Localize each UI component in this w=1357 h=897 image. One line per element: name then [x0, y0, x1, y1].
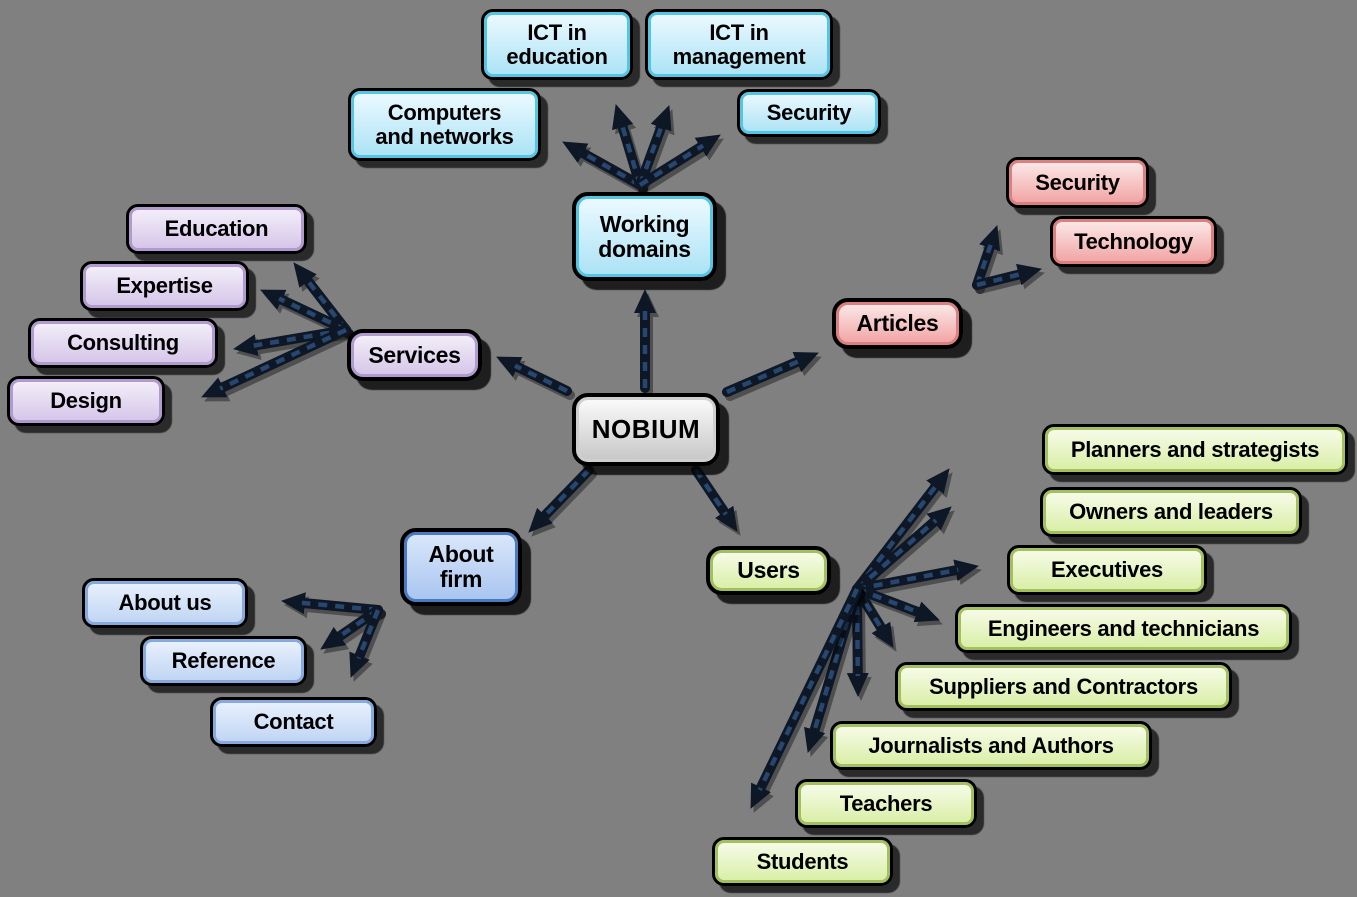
- node-label-nobium: NOBIUM: [591, 414, 701, 445]
- arrow-domains-to-ict-education: [612, 104, 645, 190]
- arrow-domains-to-ict-management: [635, 105, 672, 190]
- arrow-nobium-to-users: [691, 465, 738, 532]
- node-technology: Technology: [1050, 216, 1217, 267]
- node-working-domains: Working domains: [572, 192, 717, 281]
- arrow-users-to-executives: [852, 559, 979, 594]
- node-planners: Planners and strategists: [1042, 424, 1348, 475]
- node-design: Design: [7, 376, 165, 426]
- node-label-services: Services: [368, 341, 461, 368]
- node-users: Users: [706, 546, 831, 595]
- node-label-security-domain: Security: [766, 100, 852, 126]
- node-label-teachers: Teachers: [839, 790, 933, 816]
- node-ict-in-management: ICT in management: [645, 9, 833, 80]
- node-suppliers: Suppliers and Contractors: [895, 662, 1232, 711]
- arrow-users-to-engineers: [852, 584, 940, 623]
- node-journalists: Journalists and Authors: [830, 721, 1152, 770]
- arrow-domains-to-security: [635, 134, 721, 190]
- node-label-journalists: Journalists and Authors: [868, 732, 1114, 758]
- node-label-technology: Technology: [1074, 228, 1193, 254]
- node-nobium: NOBIUM: [572, 393, 720, 466]
- node-label-working-domains: Working domains: [598, 210, 691, 262]
- arrow-users-to-owners: [852, 506, 952, 594]
- node-teachers: Teachers: [795, 779, 977, 828]
- node-about-firm: About firm: [400, 528, 522, 606]
- arrow-articles-to-security: [972, 225, 1001, 290]
- node-contact: Contact: [210, 697, 377, 747]
- node-label-ict-in-education: ICT in education: [506, 19, 608, 69]
- node-label-contact: Contact: [253, 709, 334, 735]
- node-label-students: Students: [756, 848, 849, 874]
- node-label-engineers: Engineers and technicians: [987, 615, 1260, 641]
- node-label-executives: Executives: [1051, 557, 1163, 583]
- arrow-nobium-to-about-firm: [528, 465, 594, 533]
- node-executives: Executives: [1007, 545, 1207, 595]
- node-owners: Owners and leaders: [1040, 487, 1302, 537]
- node-label-consulting: Consulting: [67, 330, 179, 356]
- arrow-nobium-to-articles: [722, 351, 819, 397]
- node-label-about-firm: About firm: [428, 541, 494, 592]
- node-consulting: Consulting: [28, 318, 218, 368]
- node-label-expertise: Expertise: [116, 273, 213, 299]
- arrow-users-to-students: [750, 584, 862, 809]
- node-label-security-article: Security: [1035, 169, 1120, 195]
- node-label-articles: Articles: [856, 310, 939, 337]
- arrow-services-to-design: [201, 325, 351, 398]
- node-label-ict-in-management: ICT in management: [672, 19, 806, 69]
- node-education: Education: [126, 204, 307, 254]
- node-label-reference: Reference: [171, 648, 276, 674]
- node-security-domain: Security: [737, 89, 881, 137]
- node-engineers: Engineers and technicians: [955, 604, 1292, 653]
- arrow-domains-to-computers: [562, 141, 645, 190]
- arrow-aboutfirm-to-contact: [349, 605, 383, 678]
- arrow-articles-to-technology: [972, 263, 1042, 290]
- node-label-education: Education: [164, 216, 269, 242]
- node-security-article: Security: [1006, 157, 1149, 208]
- arrow-nobium-to-services: [496, 356, 572, 396]
- node-students: Students: [712, 837, 893, 886]
- node-services: Services: [347, 329, 482, 381]
- node-label-owners: Owners and leaders: [1069, 499, 1273, 525]
- node-ict-in-education: ICT in education: [481, 9, 633, 80]
- node-label-about-us: About us: [118, 590, 212, 616]
- node-articles: Articles: [832, 298, 963, 349]
- node-computers-networks: Computers and networks: [348, 88, 541, 161]
- node-label-design: Design: [50, 388, 122, 414]
- node-label-suppliers: Suppliers and Contractors: [929, 673, 1198, 699]
- node-label-planners: Planners and strategists: [1070, 436, 1320, 462]
- arrow-aboutfirm-to-about-us: [281, 592, 383, 615]
- node-expertise: Expertise: [80, 261, 249, 311]
- arrow-services-to-expertise: [260, 289, 351, 335]
- node-label-users: Users: [737, 557, 800, 584]
- node-reference: Reference: [140, 636, 307, 686]
- node-label-computers-networks: Computers and networks: [375, 99, 514, 149]
- node-about-us: About us: [82, 578, 248, 628]
